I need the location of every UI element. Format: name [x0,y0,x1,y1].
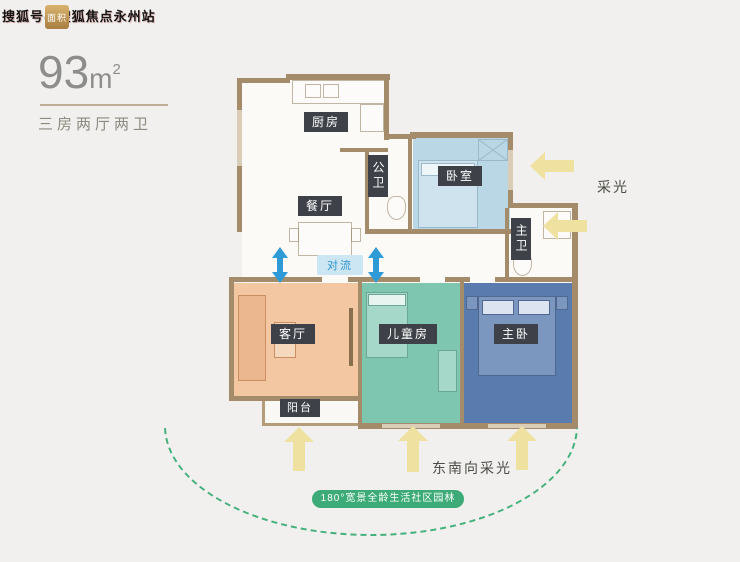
room-balcony [262,400,362,426]
layout-subtitle: 三房两厅两卫 [38,116,153,133]
desk [438,350,457,392]
wall-segment [365,148,369,234]
toilet [387,196,406,220]
window [237,110,242,166]
area-value: 93m2 [38,48,121,96]
door-opening [420,277,445,282]
kitchen-sink [305,84,321,98]
wall-segment [408,138,412,233]
room-label-bedroom: 卧室 [438,166,483,186]
room-label-kids: 儿童房 [379,324,438,344]
room-label-balcony: 阳台 [280,399,320,417]
door-opening [322,277,348,282]
wardrobe-icon [478,139,508,161]
wall-segment [508,203,578,208]
pillow [368,294,406,306]
area-unit: m [89,63,113,94]
wall-segment [229,277,578,282]
wall-segment [358,423,578,429]
window [382,424,440,428]
tv-console [349,308,353,366]
kitchen-sink [323,84,339,98]
wall-segment [384,74,389,140]
wall-segment [358,281,362,429]
airflow-arrow-icon [368,247,384,283]
dining-chair [289,228,299,242]
daylight-arrow-icon [543,212,587,240]
room-label-dining: 餐厅 [298,196,343,216]
room-label-master: 主卧 [494,324,539,344]
pillow [518,300,550,315]
wall-segment [572,203,578,429]
window [508,150,513,190]
wall-segment [410,132,512,138]
pillow [482,300,514,315]
room-label-living: 客厅 [271,324,316,344]
area-badge-icon: 面积 [45,5,69,29]
wall-segment [340,148,388,152]
wall-segment [365,229,512,234]
wall-segment [286,74,390,80]
sofa [238,295,266,381]
room-label-kitchen: 厨房 [304,112,349,132]
area-superscript: 2 [112,61,121,78]
watermark: 搜狐号@搜狐焦点永州站 [2,9,156,24]
area-number: 93 [38,46,90,98]
kitchen-counter [292,80,386,104]
nightstand [556,296,568,310]
wall-segment [384,134,416,139]
divider-line [40,104,168,106]
room-label-public-bath: 公卫 [368,155,388,197]
wall-segment [460,281,464,429]
daylight-arrow-icon [530,152,574,180]
nightstand [466,296,478,310]
wall-segment [505,208,509,282]
window [488,424,546,428]
convection-label: 对流 [317,255,363,275]
room-label-master-bath: 主卫 [511,218,531,260]
daylight-note: 采光 [597,179,629,195]
door-opening [470,277,495,282]
airflow-arrow-icon [272,247,288,283]
wall-segment [229,396,360,401]
wall-segment [237,78,290,83]
fridge [360,104,384,132]
wall-segment [229,281,234,401]
garden-label: 180°宽景全龄生活社区园林 [312,490,464,508]
dining-table [298,222,352,256]
dining-chair [351,228,361,242]
garden-arc [162,428,582,538]
